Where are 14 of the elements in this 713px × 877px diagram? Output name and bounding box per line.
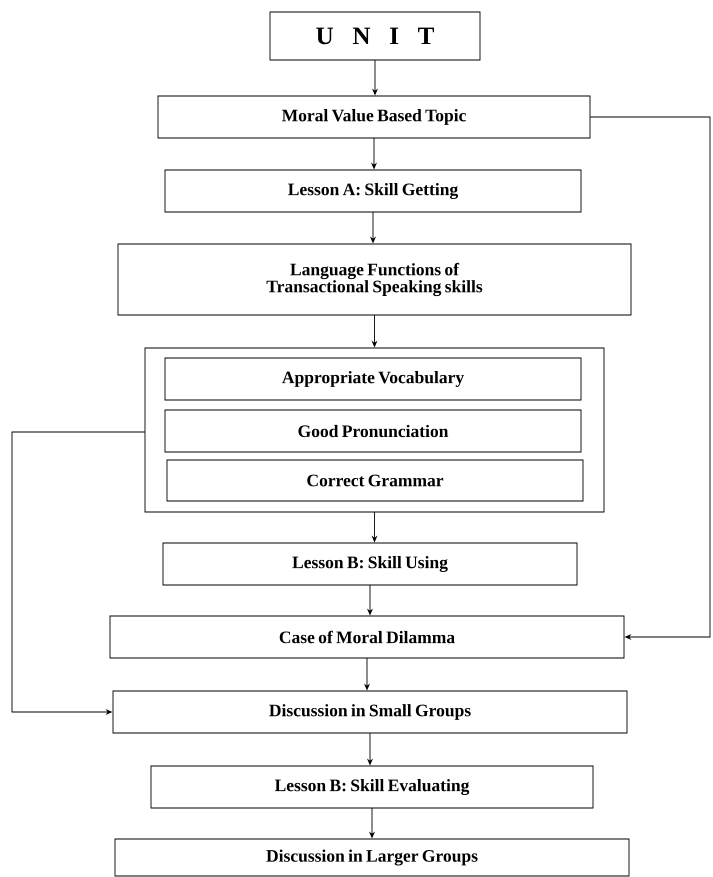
process-box: Moral Value Based Topic	[158, 96, 590, 138]
process-box: Correct Grammar	[166, 460, 584, 502]
process-box: Lesson B: Skill Using	[162, 542, 578, 586]
process-box: Language Functions of Transactional Speaking skills	[118, 244, 632, 316]
process-box: Appropriate Vocabulary	[164, 358, 582, 400]
process-box: Good Pronunciation	[164, 410, 582, 452]
process-box: U N I T	[270, 12, 480, 60]
process-box: Case of Moral Dilamma	[110, 616, 624, 658]
arrow	[590, 116, 710, 640]
process-box: Discussion in Larger Groups	[114, 838, 630, 876]
process-box: Lesson A: Skill Getting	[164, 170, 582, 212]
process-box: Discussion in Small Groups	[112, 690, 628, 734]
container-box	[144, 348, 604, 512]
process-box: Lesson B: Skill Evaluating	[150, 766, 594, 808]
